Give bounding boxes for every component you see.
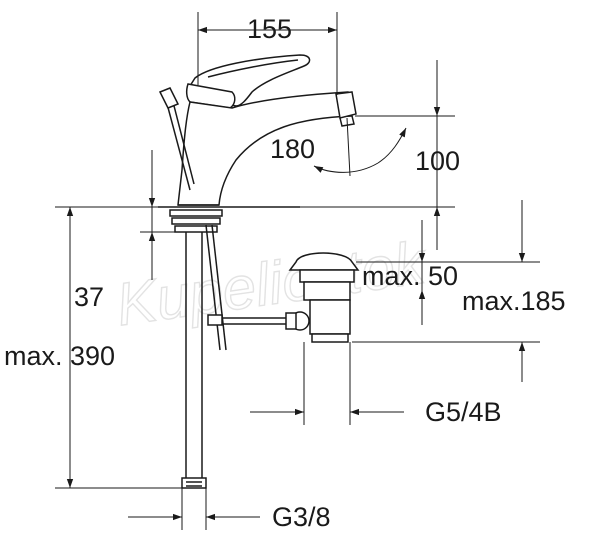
pop-up-rod [158,87,195,191]
dimension-pop-up: max. 50 max.185 [352,200,566,382]
dimension-max-length: max. 390 [4,206,182,489]
dim-max-length-label: max. 390 [4,341,115,371]
dim-pop-up-min-label: max. 50 [362,261,458,291]
dimension-rotation: 180 [270,117,407,177]
dim-supply-thread-label: G3/8 [272,502,331,532]
waste-fitting [285,252,360,343]
dimension-supply-thread: G3/8 [128,488,331,532]
dim-pipe-length-label: 37 [74,282,104,312]
dim-waste-thread-label: G5/4B [425,397,502,427]
pop-up-linkage [205,224,292,351]
dim-width-label: 155 [247,14,292,44]
dimension-spout-height: 100 [300,60,460,250]
faucet-body [158,54,357,208]
dimension-width: 155 [197,12,338,95]
supply-hose [181,232,207,489]
dimension-pipe-length: 37 [74,150,180,312]
dim-spout-height-label: 100 [415,146,460,176]
dimension-waste-thread: G5/4B [250,342,502,427]
dim-pop-up-max-label: max.185 [462,286,566,316]
dim-rotation-label: 180 [270,134,315,164]
mounting-nut [169,209,223,233]
